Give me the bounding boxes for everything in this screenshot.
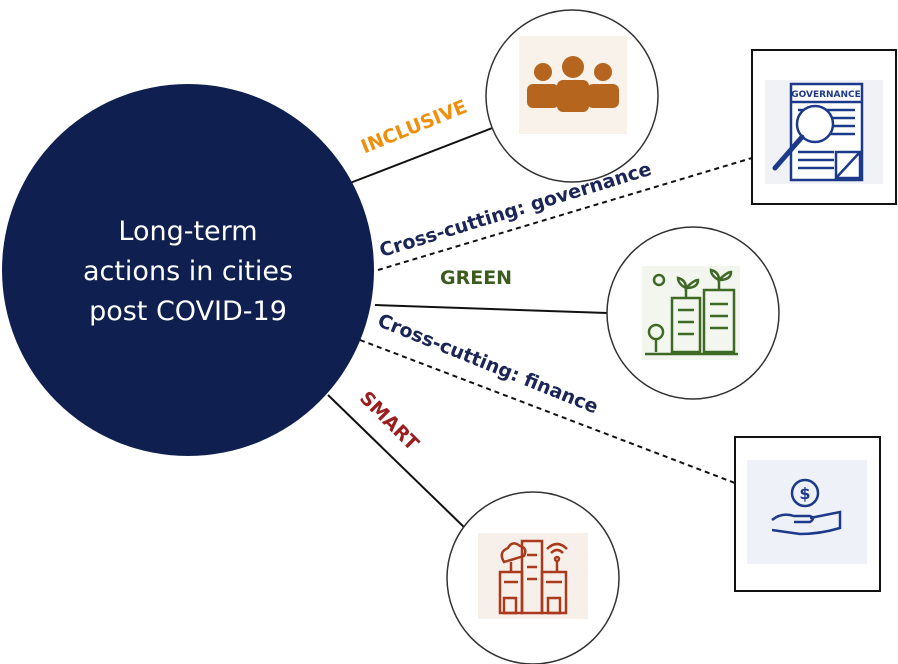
green-building-icon: [645, 268, 738, 356]
center-circle: [2, 84, 374, 456]
inclusive-node: [485, 9, 659, 183]
money-hand-icon: $: [771, 478, 842, 536]
governance-document-icon: [772, 82, 864, 182]
smart-node: [446, 491, 620, 664]
governance-connector: [377, 157, 753, 271]
people-icon: [527, 56, 619, 112]
finance-connector: [359, 339, 736, 484]
green-connector: [374, 304, 608, 314]
finance-node: $: [734, 436, 881, 592]
smart-connector: [327, 394, 468, 531]
inclusive-connector: [349, 126, 496, 184]
green-node: [606, 226, 780, 400]
svg-text:$: $: [799, 484, 810, 503]
smart-city-icon: [498, 539, 568, 615]
center-line-2: actions in cities: [82, 256, 294, 287]
green-label: GREEN: [440, 267, 513, 289]
governance-icon-text: GOVERNANCE: [791, 90, 861, 100]
center-line-1: Long-term: [118, 216, 258, 247]
governance-node: GOVERNANCE: [751, 49, 897, 205]
center-line-3: post COVID-19: [89, 296, 287, 327]
center-title: Long-term actions in cities post COVID-1…: [48, 212, 328, 332]
